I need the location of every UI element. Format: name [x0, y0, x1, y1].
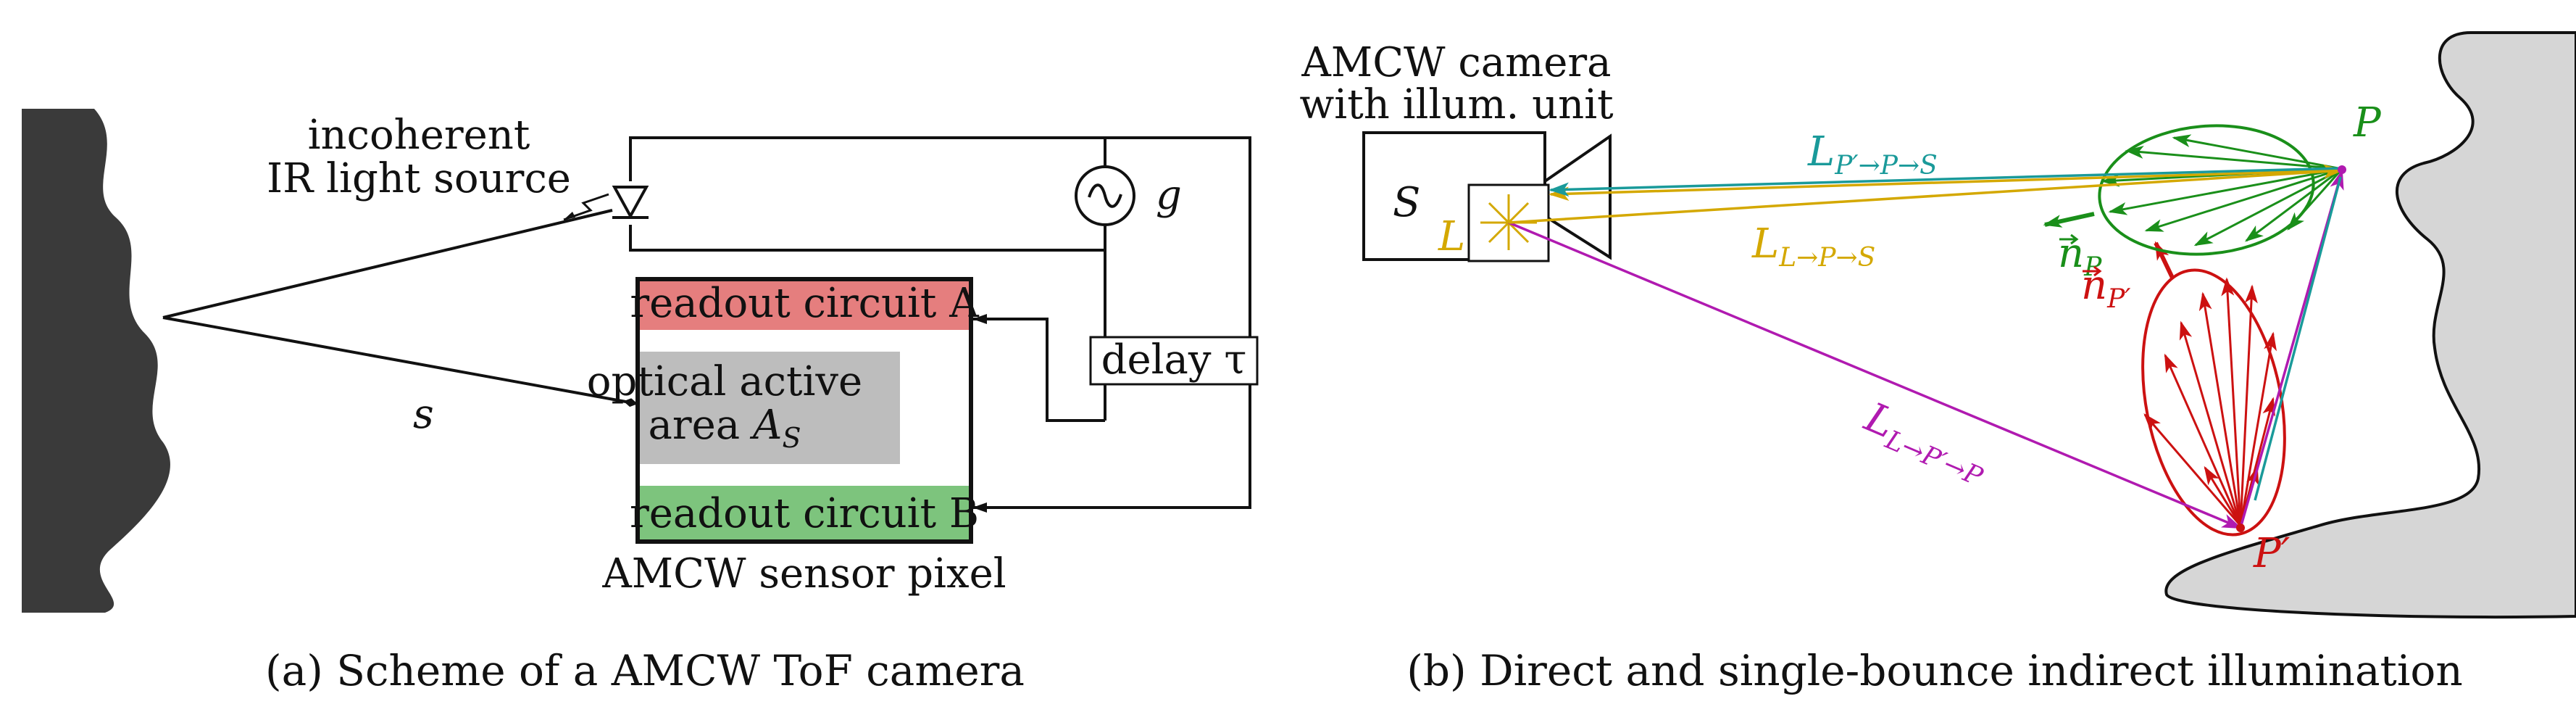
circuit-wires	[629, 136, 1251, 509]
emitted-light-ray	[162, 209, 613, 319]
point-p-dot	[2338, 165, 2346, 174]
distance-symbol: s	[413, 391, 434, 438]
reflected-light-ray	[162, 316, 638, 407]
scene-wall	[22, 109, 170, 613]
normal-p-label: nP	[2058, 230, 2102, 282]
ray-direct-to-p	[1508, 164, 2344, 224]
ray-label-direct: LL→P→S	[1751, 220, 1875, 273]
delay-box	[1089, 336, 1259, 386]
ray-bounce-reflect	[2254, 176, 2342, 501]
optical-area-label-2: area AS	[649, 402, 801, 454]
camera-label-2: with illum. unit	[1299, 81, 1614, 128]
point-pprime-dot	[2236, 523, 2245, 532]
brdf-lobe-p	[2043, 124, 2343, 256]
readout-a-label: readout circuit A	[630, 280, 979, 327]
modulation-symbol: g	[1156, 172, 1182, 219]
panel-b: AMCW camera with illum. unit S L	[1299, 31, 2576, 695]
sensor-pixel	[635, 277, 973, 544]
readout-b-label: readout circuit B	[630, 490, 979, 537]
ray-indirect	[1508, 221, 2243, 529]
diode-icon	[563, 186, 649, 221]
readout-a-band	[638, 279, 971, 330]
optical-area-band	[638, 352, 900, 464]
normal-pprime-label: nP′	[2081, 262, 2130, 314]
caption-a: (a) Scheme of a AMCW ToF camera	[265, 646, 1025, 695]
ray-p-to-sensor-yellow	[1548, 169, 2343, 202]
ray-label-indirect: LL→P′→P	[1856, 394, 1996, 493]
caption-b: (b) Direct and single-bounce indirect il…	[1406, 646, 2462, 695]
scene-surface	[2164, 31, 2576, 619]
light-source-label-2: IR light source	[267, 155, 571, 202]
normal-p-arrow	[2043, 212, 2095, 228]
sensor-symbol: S	[1393, 179, 1420, 226]
delay-label: delay τ	[1101, 336, 1247, 384]
ray-p-to-sensor-teal	[1548, 167, 2343, 197]
point-p-label: P	[2353, 99, 2382, 146]
ray-label-bounce-reflect: LP′→P→S	[1807, 128, 1938, 181]
panel-a: incoherent IR light source g delay τ rea…	[22, 109, 1259, 695]
light-symbol: L	[1438, 213, 1465, 260]
point-pprime-label: P′	[2253, 530, 2291, 577]
camera-label-1: AMCW camera	[1301, 39, 1611, 86]
readout-b-band	[638, 486, 971, 542]
camera-icon	[1362, 131, 1612, 262]
sensor-caption: AMCW sensor pixel	[601, 550, 1006, 597]
optical-area-label-1: optical active	[587, 358, 862, 405]
normal-pprime-arrow	[2154, 241, 2175, 279]
ac-source-icon	[1075, 165, 1135, 226]
light-source-label-1: incoherent	[308, 112, 530, 159]
